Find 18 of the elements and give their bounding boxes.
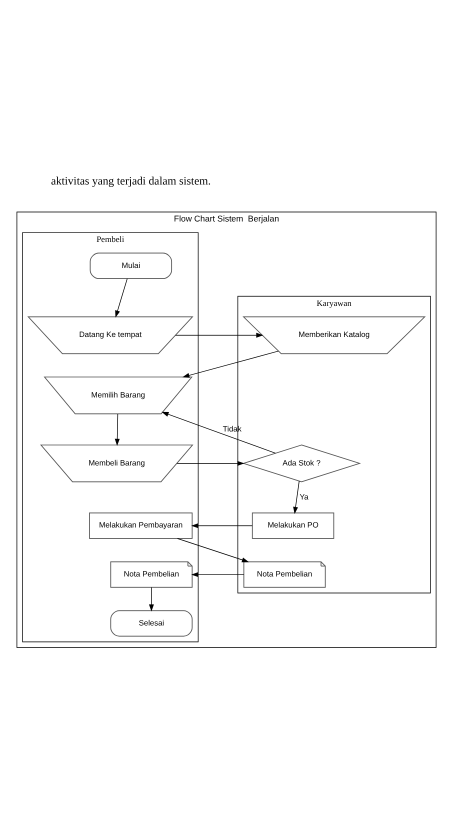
node-box: Melakukan Pembayaran bbox=[89, 512, 193, 538]
node-diamond: Ada Stok ? bbox=[242, 444, 362, 482]
arrow bbox=[177, 538, 249, 562]
arrow bbox=[162, 411, 276, 454]
arrow bbox=[115, 278, 128, 318]
edge-label: Ya bbox=[300, 492, 308, 501]
arrow bbox=[175, 332, 264, 338]
label: aktivitas yang terjadi dalam sistem. bbox=[50, 174, 211, 187]
arrow bbox=[182, 350, 279, 378]
arrow bbox=[293, 480, 300, 514]
node-box: Melakukan PO bbox=[252, 512, 334, 538]
arrow bbox=[191, 522, 253, 528]
arrow bbox=[114, 413, 120, 446]
arrow bbox=[176, 460, 244, 466]
arrow bbox=[148, 586, 154, 611]
node-box: Selesai bbox=[110, 610, 193, 636]
arrow bbox=[191, 572, 244, 577]
node-box: Mulai bbox=[90, 252, 172, 278]
